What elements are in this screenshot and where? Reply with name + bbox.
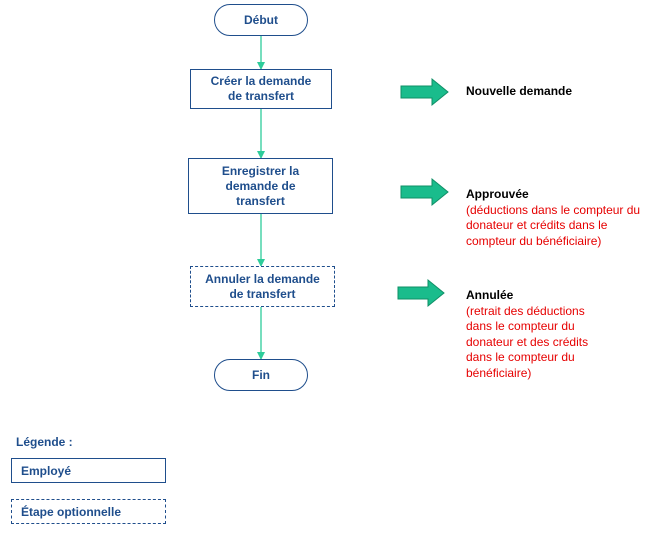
step-create-request: Créer la demande de transfert (190, 69, 332, 109)
legend-optional-label: Étape optionnelle (21, 504, 122, 519)
status-approved-detail: (déductions dans le compteur du donateur… (466, 202, 641, 248)
status-arrow-2 (400, 177, 449, 207)
legend-optional-step: Étape optionnelle (11, 499, 166, 524)
step-cancel-request: Annuler la demande de transfert (190, 266, 335, 307)
legend-employee-label: Employé (21, 463, 72, 478)
status-new: Nouvelle demande (466, 84, 572, 100)
start-node: Début (214, 4, 308, 36)
end-node: Fin (214, 359, 308, 391)
status-approved: Approuvée (déductions dans le compteur d… (466, 187, 640, 249)
status-arrow-3 (397, 278, 445, 308)
status-cancelled-title: Annulée (466, 288, 514, 302)
status-new-title: Nouvelle demande (466, 84, 573, 98)
status-approved-title: Approuvée (466, 187, 529, 201)
status-cancelled-detail: (retrait des déductions dans le compteur… (466, 303, 589, 380)
legend-title: Légende : (16, 435, 73, 449)
step-register-request: Enregistrer la demande de transfert (188, 158, 333, 214)
status-arrow-1 (400, 77, 449, 107)
legend-employee: Employé (11, 458, 166, 483)
status-cancelled: Annulée (retrait des déductions dans le … (466, 288, 588, 381)
